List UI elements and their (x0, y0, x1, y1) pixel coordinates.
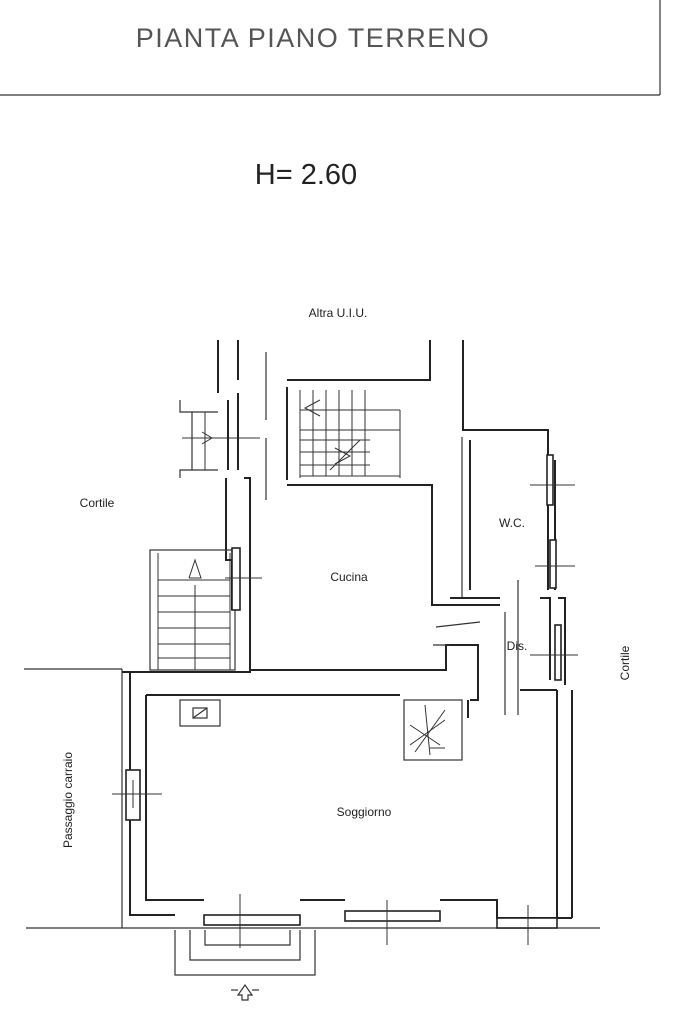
label-altra-uiu: Altra U.I.U. (309, 306, 368, 320)
outer-walls (122, 644, 573, 919)
room-label-wc: W.C. (499, 516, 525, 530)
stair-upper (299, 390, 401, 478)
entrance (174, 930, 316, 1001)
label-passaggio-carraio: Passaggio carraio (61, 752, 75, 848)
label-cortile-left: Cortile (80, 496, 115, 510)
fireplace (179, 699, 221, 727)
stair-main-left (149, 547, 262, 671)
entrance-arrow-icon (236, 983, 254, 1001)
upper-walls (217, 340, 549, 606)
site-lines (24, 668, 600, 929)
room-label-cucina: Cucina (330, 570, 368, 584)
room-label-soggiorno: Soggiorno (337, 805, 392, 819)
room-label-dis: Dis. (507, 639, 528, 653)
spiral-stair (403, 699, 463, 761)
left-window (112, 769, 162, 821)
label-cortile-right: Cortile (618, 645, 632, 680)
ceiling-height-label: H= 2.60 (255, 159, 357, 191)
plan-title: PIANTA PIANO TERRENO (136, 23, 491, 53)
bottom-windows (203, 894, 558, 948)
title-box: PIANTA PIANO TERRENO (0, 0, 661, 96)
right-wing-walls (433, 454, 578, 715)
stair-small-left (179, 393, 260, 670)
